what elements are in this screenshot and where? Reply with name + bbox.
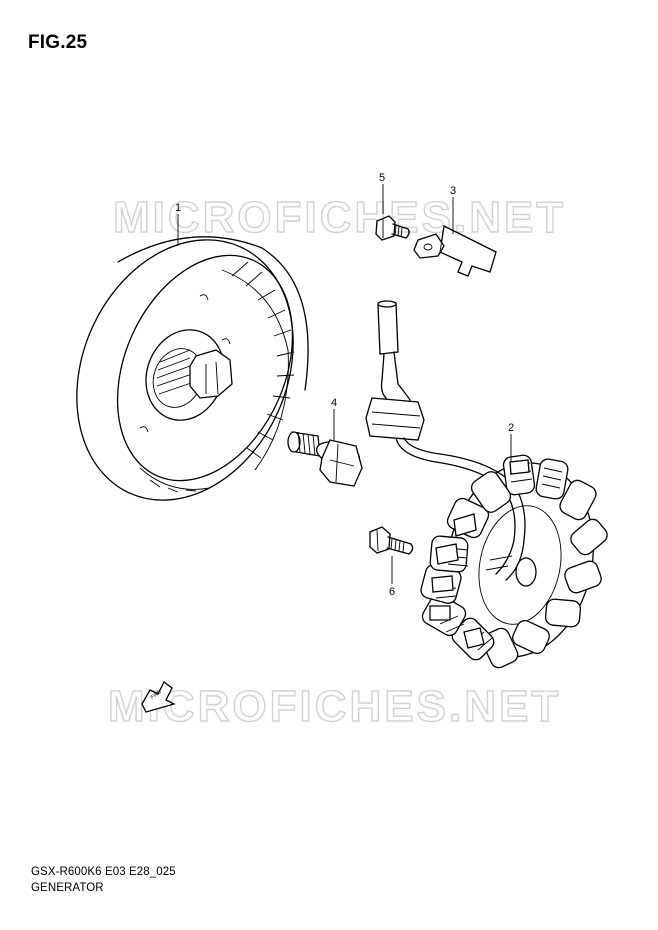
callout-label-6: 6 <box>389 586 395 598</box>
callout-3: 3 <box>450 185 456 234</box>
fwd-label: FWD <box>150 689 163 701</box>
stator <box>365 300 608 669</box>
figure-name: GENERATOR <box>31 882 104 894</box>
callout-label-5: 5 <box>379 172 385 184</box>
callout-1: 1 <box>175 202 181 246</box>
callout-4: 4 <box>331 397 337 440</box>
callout-label-2: 2 <box>508 422 514 434</box>
figure-title: FIG.25 <box>28 32 88 53</box>
watermark-top: MICROFICHES.NET <box>113 193 566 242</box>
stator-bolt <box>369 526 414 555</box>
clamp <box>413 225 497 277</box>
callout-label-3: 3 <box>450 185 456 197</box>
callout-5: 5 <box>379 172 385 214</box>
rotor-bolt <box>287 431 363 487</box>
callout-label-1: 1 <box>175 202 181 214</box>
callout-6: 6 <box>389 556 395 598</box>
callout-label-4: 4 <box>331 397 337 409</box>
clamp-bolt <box>375 215 410 241</box>
figure-code: GSX-R600K6 E03 E28_025 <box>31 866 176 878</box>
callout-2: 2 <box>508 422 514 462</box>
rotor <box>76 236 309 501</box>
fwd-arrow-icon: FWD <box>141 681 176 713</box>
watermark-bottom: MICROFICHES.NET <box>108 682 561 731</box>
